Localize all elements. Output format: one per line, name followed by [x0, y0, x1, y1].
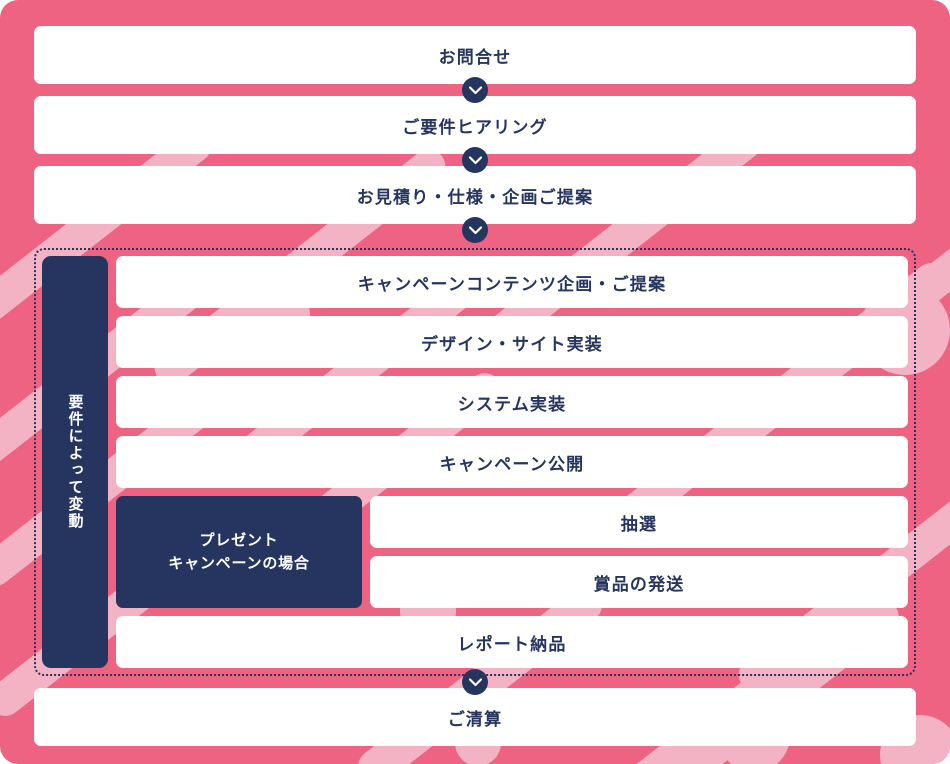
present-campaign-label-line2: キャンペーンの場合 — [168, 555, 310, 572]
variable-scope-side-label: 要件によって変動 — [42, 256, 108, 668]
connector-4 — [34, 669, 916, 695]
variable-scope-side-label-text: 要件によって変動 — [66, 394, 84, 530]
flow-step-label: システム実装 — [457, 394, 567, 414]
flow-step-lottery[interactable]: 抽選 — [370, 496, 908, 548]
flow-step-report-delivery[interactable]: レポート納品 — [116, 616, 908, 668]
flow-step-inquiry[interactable]: お問合せ — [34, 26, 916, 84]
chevron-down-icon — [462, 77, 488, 103]
connector-1 — [34, 77, 916, 103]
variable-scope-steps: キャンペーンコンテンツ企画・ご提案 デザイン・サイト実装 システム実装 キャンペ… — [116, 256, 908, 668]
flow-step-label: お見積り・仕様・企画ご提案 — [356, 187, 594, 207]
flow-step-system-implementation[interactable]: システム実装 — [116, 376, 908, 428]
flow-step-label: ご清算 — [447, 709, 503, 729]
flow-step-prize-shipping[interactable]: 賞品の発送 — [370, 556, 908, 608]
flow-step-label: デザイン・サイト実装 — [421, 334, 603, 354]
top-steps-group: お問合せ ご要件ヒアリング お見積り・仕様・企画ご提案 — [34, 26, 916, 243]
connector-3 — [34, 217, 916, 243]
flow-step-label: レポート納品 — [457, 634, 567, 654]
flow-step-label: ご要件ヒアリング — [402, 117, 548, 137]
present-campaign-substeps: 抽選 賞品の発送 — [370, 496, 908, 608]
connector-2 — [34, 147, 916, 173]
flow-step-design-site-implementation[interactable]: デザイン・サイト実装 — [116, 316, 908, 368]
present-campaign-label: プレゼント キャンペーンの場合 — [116, 496, 362, 608]
flow-step-label: 賞品の発送 — [593, 574, 685, 594]
flow-step-label: お問合せ — [438, 47, 512, 67]
flow-step-requirements-hearing[interactable]: ご要件ヒアリング — [34, 96, 916, 154]
present-campaign-label-line1: プレゼント — [199, 531, 279, 549]
flow-step-campaign-content-planning[interactable]: キャンペーンコンテンツ企画・ご提案 — [116, 256, 908, 308]
flow-step-quote-spec-proposal[interactable]: お見積り・仕様・企画ご提案 — [34, 166, 916, 224]
present-campaign-row: プレゼント キャンペーンの場合 抽選 賞品の発送 — [116, 496, 908, 608]
variable-scope-region: 要件によって変動 キャンペーンコンテンツ企画・ご提案 デザイン・サイト実装 シス… — [34, 248, 916, 676]
present-campaign-label-text: プレゼント キャンペーンの場合 — [168, 529, 309, 576]
chevron-down-icon — [462, 669, 488, 695]
chevron-down-icon — [462, 147, 488, 173]
chevron-down-icon — [462, 217, 488, 243]
flow-step-label: キャンペーン公開 — [439, 454, 585, 474]
flow-step-campaign-launch[interactable]: キャンペーン公開 — [116, 436, 908, 488]
flow-step-label: キャンペーンコンテンツ企画・ご提案 — [357, 274, 667, 294]
flow-step-label: 抽選 — [620, 514, 658, 534]
flow-step-settlement[interactable]: ご清算 — [34, 688, 916, 746]
